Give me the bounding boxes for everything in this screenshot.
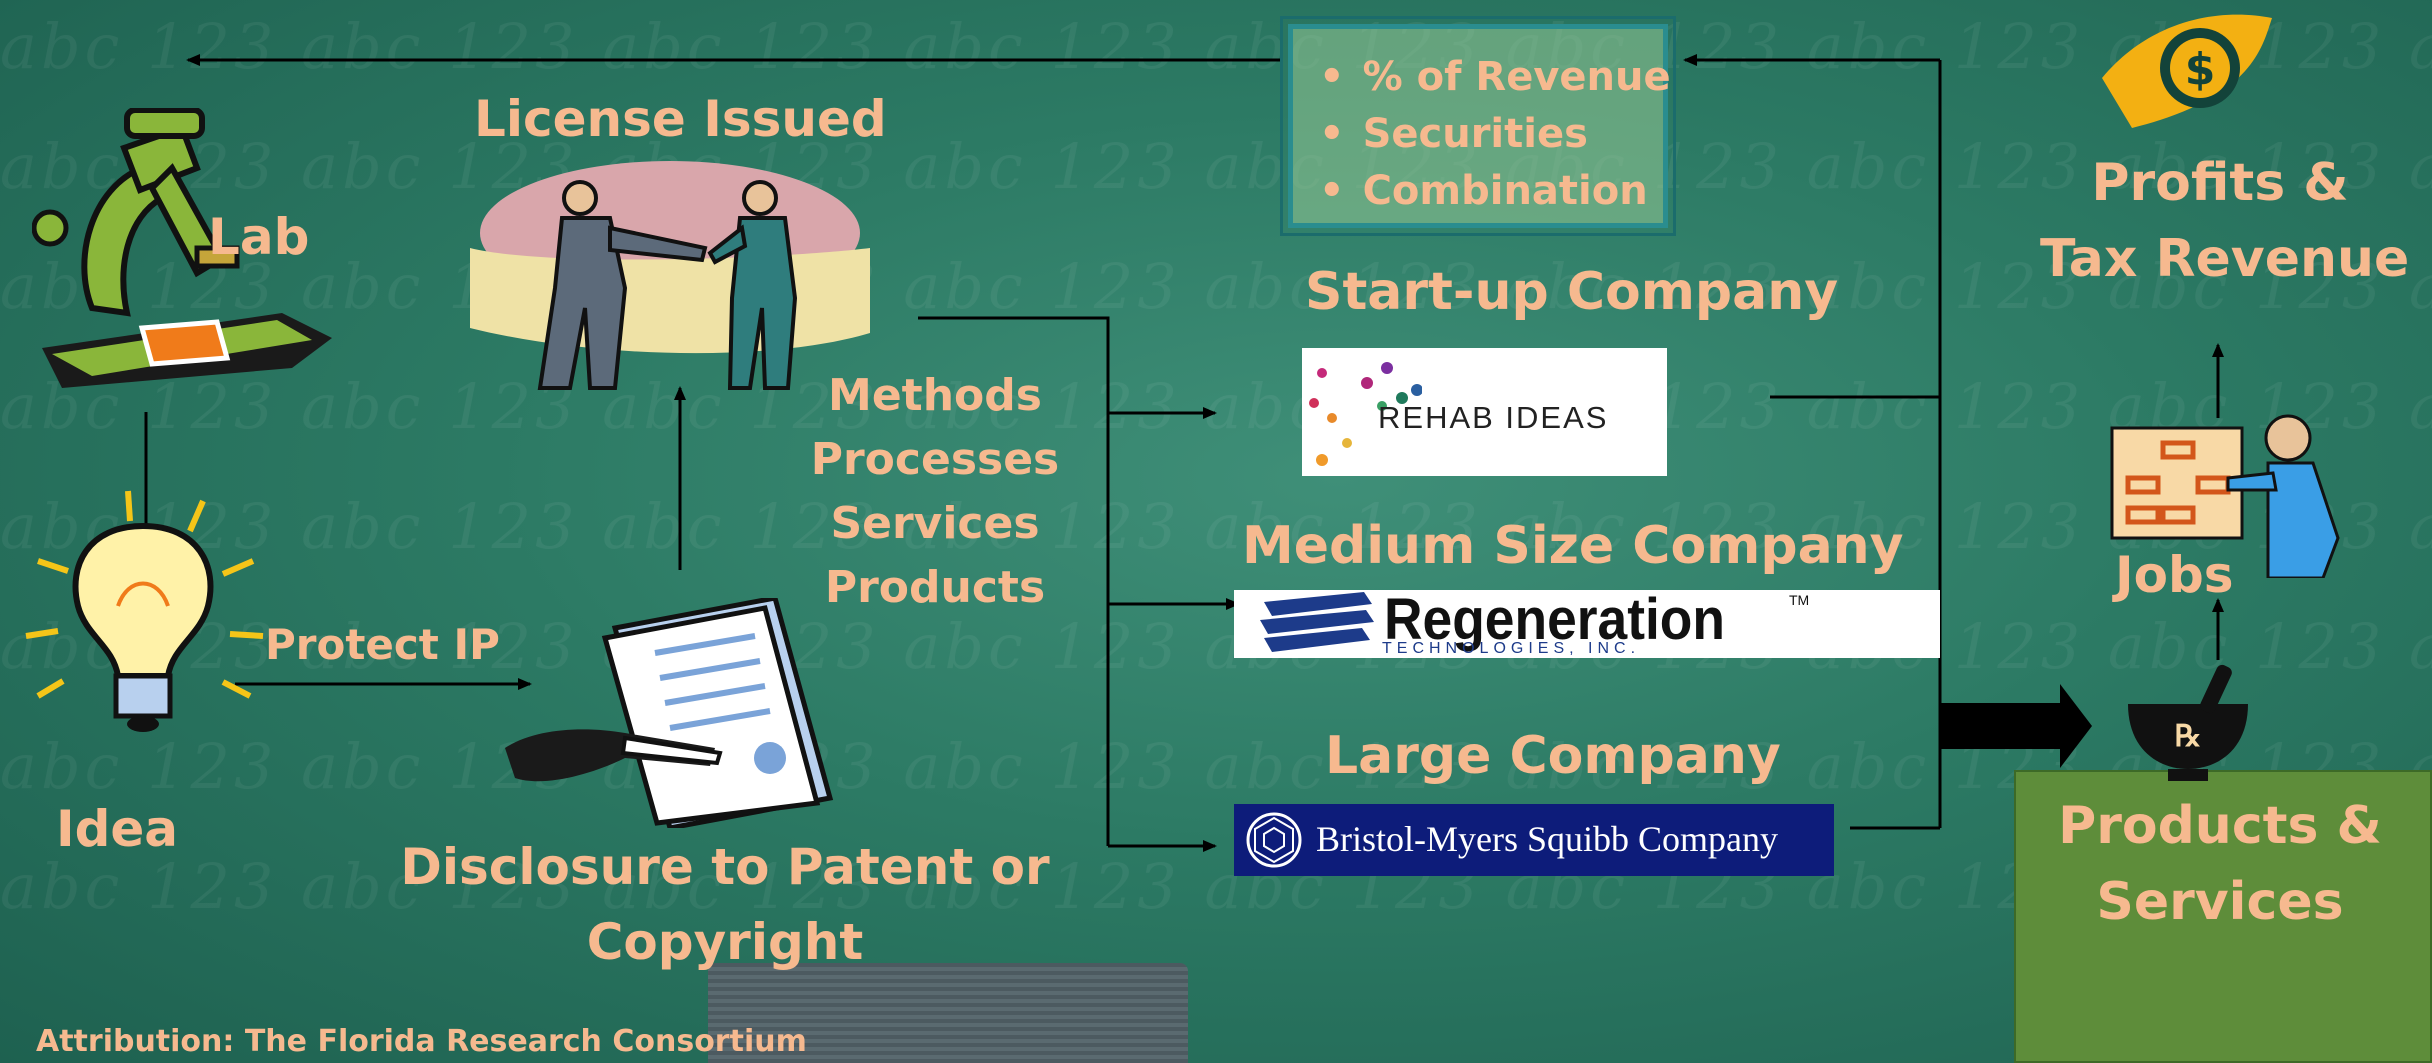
offerings-list: Methods Processes Services Products (810, 364, 1060, 620)
bms-seal-icon (1246, 812, 1302, 868)
idea-label: Idea (56, 800, 179, 858)
rehab-ideas-logo: REHAB IDEAS (1302, 348, 1667, 476)
profits-label-line2: Tax Revenue (2040, 229, 2410, 289)
watermark-row: abc 123 abc 123 abc 123 abc 123 abc 123 … (0, 370, 2432, 443)
bristol-myers-squibb-logo: Bristol-Myers Squibb Company (1234, 804, 1834, 876)
svg-text:$: $ (2185, 44, 2216, 95)
handshake-icon (470, 161, 870, 390)
big-arrow-to-products (1940, 684, 2092, 768)
attribution-text: Attribution: The Florida Research Consor… (36, 1024, 807, 1059)
license-branch-line (918, 316, 1110, 846)
startup-company-label: Start-up Company (1305, 262, 1839, 322)
revenue-options-box: % of Revenue Securities Combination (1280, 16, 1676, 236)
protect-ip-label: Protect IP (265, 620, 500, 669)
disclosure-label: Disclosure to Patent or Copyright (400, 838, 1050, 971)
watermark-row: abc 123 abc 123 abc 123 abc 123 abc 123 … (0, 610, 2432, 683)
license-issued-label: License Issued (474, 90, 887, 148)
profits-tax-revenue-label: Profits & Tax Revenue (2040, 145, 2410, 297)
lightbulb-icon (25, 490, 264, 732)
offering-item: Products (824, 562, 1046, 613)
products-services-box (2014, 770, 2432, 1063)
regeneration-logo-text: Regeneration (1384, 587, 1725, 652)
svg-text:℞: ℞ (2175, 719, 2202, 754)
offering-item: Processes (810, 434, 1060, 485)
lab-label: Lab (208, 208, 310, 266)
watermark-row: abc 123 abc 123 abc 123 abc 123 abc 123 … (0, 490, 2432, 563)
products-label-line1: Products & (2058, 796, 2382, 856)
rx-mortar-icon: ℞ (2128, 664, 2248, 781)
document-signing-icon (505, 598, 834, 828)
microscope-icon (32, 108, 332, 388)
regeneration-subtext: TECHNOLOGIES, INC. (1382, 640, 1641, 657)
chalk-eraser (708, 963, 1188, 1063)
watermark-row: abc 123 abc 123 abc 123 abc 123 abc 123 … (0, 130, 2432, 203)
dollar-eye-icon: $ (2102, 14, 2272, 129)
regeneration-coil-icon (1260, 592, 1374, 652)
rehab-starburst-icon (1309, 362, 1422, 466)
revenue-option: Combination (1319, 163, 1663, 220)
bms-logo-text: Bristol-Myers Squibb Company (1316, 819, 1779, 859)
jobs-label: Jobs (2115, 546, 2234, 604)
presenter-icon (2110, 414, 2340, 578)
profits-label-line1: Profits & (2091, 153, 2349, 213)
revenue-option: Securities (1319, 106, 1663, 163)
large-company-label: Large Company (1325, 726, 1781, 786)
rehab-logo-text: REHAB IDEAS (1378, 400, 1609, 435)
regeneration-trademark: TM (1789, 592, 1810, 608)
medium-company-label: Medium Size Company (1242, 516, 1904, 576)
regeneration-logo: Regeneration TM TECHNOLOGIES, INC. (1234, 587, 1940, 658)
offering-item: Methods (828, 370, 1042, 421)
watermark-row: abc 123 abc 123 abc 123 abc 123 abc 123 … (0, 10, 2432, 83)
offering-item: Services (830, 498, 1040, 549)
products-label-line2: Services (2096, 872, 2344, 932)
revenue-option: % of Revenue (1319, 49, 1671, 106)
products-services-label: Products & Services (2030, 788, 2410, 940)
watermark-row: abc 123 abc 123 abc 123 abc 123 abc 123 … (0, 250, 2432, 323)
